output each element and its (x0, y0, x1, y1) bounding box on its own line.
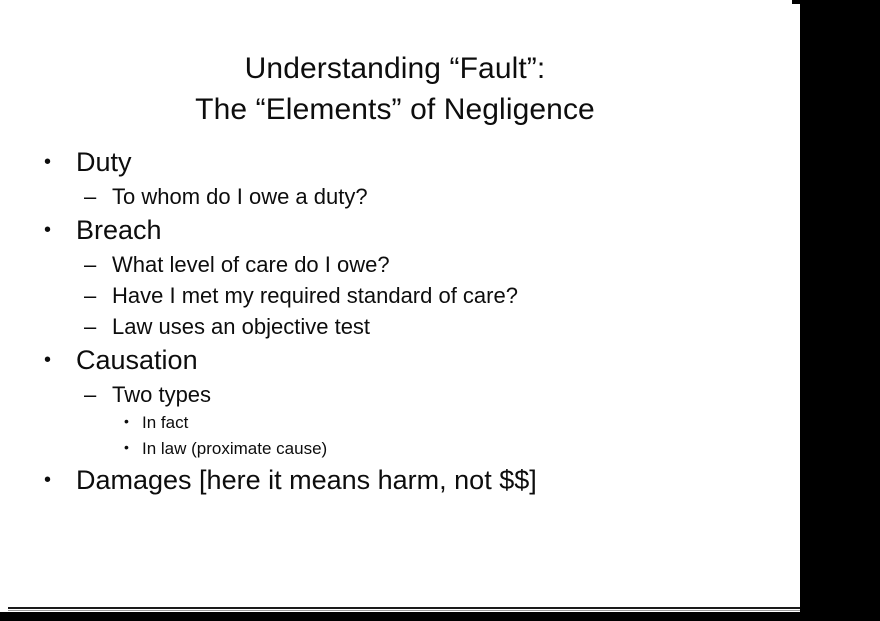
dash-icon: – (84, 382, 97, 408)
bullet-text: Damages [here it means harm, not $$] (76, 464, 537, 495)
dash-icon: – (84, 314, 97, 340)
frame-hairline (8, 607, 800, 609)
bullet-row-level-2: –Law uses an objective test (0, 311, 800, 342)
bullet-row-level-1: • Duty (0, 144, 800, 181)
bullet-dot-icon: • (124, 413, 129, 430)
bullet-text: Have I met my required standard of care? (112, 282, 518, 308)
bullet-text: In fact (142, 413, 189, 433)
slide-title: Understanding “Fault”: The “Elements” of… (0, 48, 790, 131)
frame-band-bottom (0, 612, 880, 621)
bullet-text: Breach (76, 214, 162, 245)
slide-title-line-2: The “Elements” of Negligence (195, 93, 595, 127)
slide-outline: •Duty–To whom do I owe a duty?•Breach–Wh… (0, 144, 800, 499)
bullet-row-level-1: • Causation (0, 342, 800, 379)
bullet-row-level-2: –To whom do I owe a duty? (0, 181, 800, 212)
frame-band-right (800, 0, 880, 613)
bullet-dot-icon: • (44, 349, 52, 372)
bullet-row-level-2: –Have I met my required standard of care… (0, 280, 800, 311)
bullet-text: In law (proximate cause) (142, 439, 328, 459)
slide-canvas: Understanding “Fault”: The “Elements” of… (0, 48, 800, 499)
bullet-text: Duty (76, 147, 132, 177)
dash-icon: – (84, 282, 97, 308)
bullet-dot-icon: • (124, 439, 129, 456)
bullet-row-level-2: –What level of care do I owe? (0, 249, 800, 280)
bullet-row-level-2: –Two types (0, 379, 800, 410)
frame-hairline-soft (8, 610, 800, 611)
bullet-dot-icon: • (44, 218, 52, 241)
bullet-row-level-1: • Breach (0, 212, 800, 249)
bullet-row-level-3: • In fact (0, 410, 800, 436)
bullet-text: Two types (112, 382, 212, 408)
slide-title-line-1: Understanding “Fault”: (244, 52, 546, 85)
bullet-dot-icon: • (44, 468, 52, 491)
bullet-text: Law uses an objective test (112, 314, 371, 340)
bullet-text: What level of care do I owe? (112, 251, 390, 277)
bullet-dot-icon: • (44, 151, 52, 173)
bullet-row-level-3: • In law (proximate cause) (0, 436, 800, 462)
bullet-text: Causation (76, 345, 198, 376)
bullet-row-level-1: • Damages [here it means harm, not $$] (0, 462, 800, 499)
bullet-text: To whom do I owe a duty? (112, 183, 368, 209)
dash-icon: – (84, 251, 97, 277)
dash-icon: – (84, 183, 97, 209)
